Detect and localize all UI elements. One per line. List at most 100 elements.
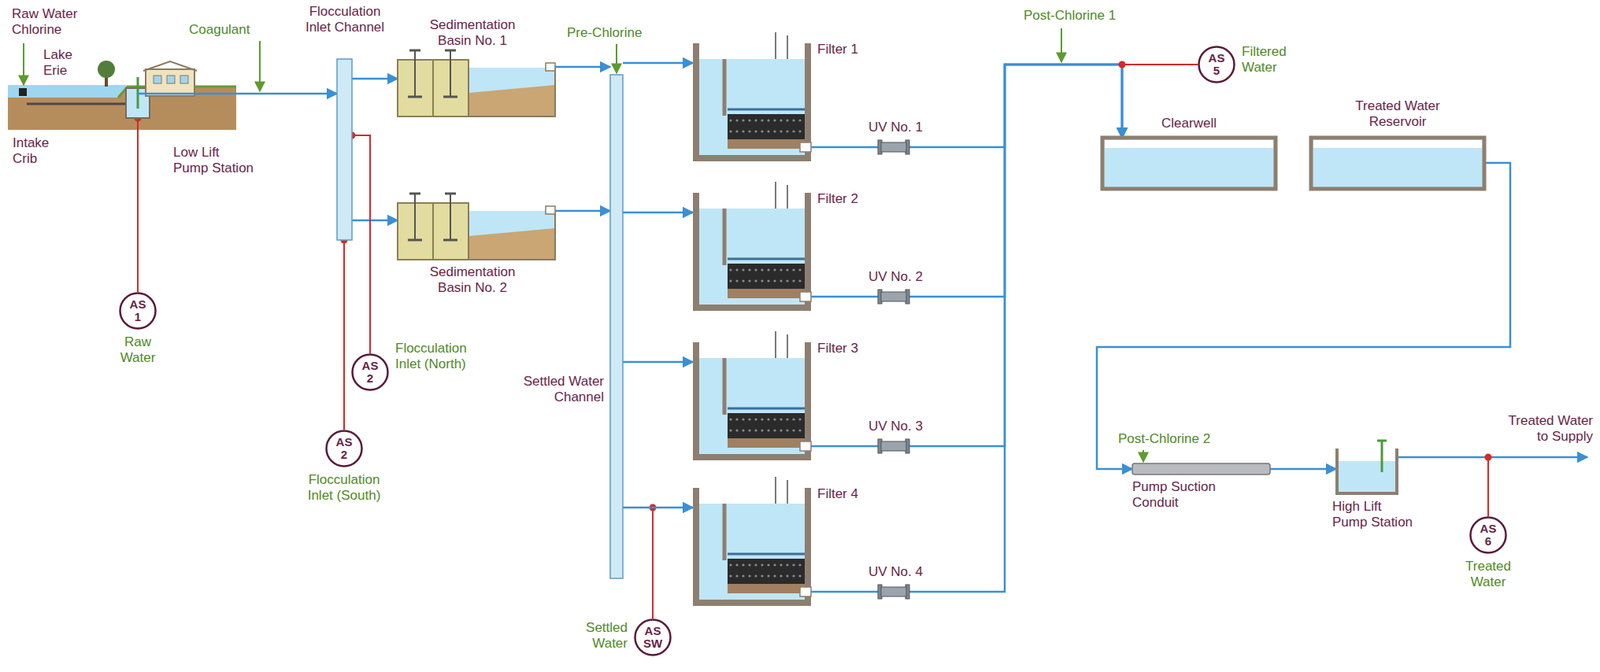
sample-point: AS 2Flocculation Inlet (South) [325, 429, 363, 468]
chemical-feed-label: Post-Chlorine 1 [1023, 7, 1116, 24]
filter-water [699, 59, 805, 156]
mixer-paddle [443, 96, 458, 99]
media-grain [748, 118, 751, 122]
sample-line [1487, 460, 1489, 517]
unit-label: Clearwell [1102, 115, 1276, 132]
unit-label: Treated Water Reservoir [1342, 98, 1453, 130]
unit-shape [118, 69, 205, 119]
sample-line [137, 118, 139, 293]
valve-stem [786, 185, 789, 209]
process-unit: Settled Water Channel [610, 74, 623, 579]
media-grain [798, 563, 801, 567]
window [166, 75, 175, 84]
media-grain [748, 129, 751, 133]
gravel [727, 584, 805, 594]
process-pipe [622, 211, 693, 215]
inlet-trough-wall [722, 358, 727, 415]
backwash-trough [727, 553, 805, 556]
unit-shape [877, 439, 910, 454]
valve-stem [774, 331, 777, 359]
sample-point-id: AS 2 [358, 359, 382, 386]
uv-reactor [881, 441, 907, 452]
process-unit: UV No. 4 [877, 585, 910, 600]
sample-line [343, 240, 345, 430]
media-grain [741, 118, 745, 122]
process-pipe [351, 219, 398, 223]
unit-shape [610, 74, 623, 579]
outlet [800, 142, 812, 152]
sample-point-id: AS 2 [332, 436, 356, 462]
sample-point-name: Flocculation Inlet (South) [300, 472, 388, 504]
media-grain [766, 574, 770, 578]
tank [1102, 137, 1276, 189]
mixer-shaft [449, 50, 452, 97]
sample-dot [1485, 454, 1493, 462]
media-grain [735, 563, 738, 567]
filter-media [727, 559, 805, 585]
media-grain [729, 268, 732, 271]
process-unit: Low Lift Pump Station [118, 69, 205, 119]
mixer-paddle [407, 96, 423, 99]
uv-reactor [881, 142, 907, 152]
valve-stem [774, 477, 777, 504]
media-grain [729, 118, 732, 122]
process-pipe [909, 64, 1123, 297]
discharge-pipe [137, 92, 205, 96]
outlet [800, 292, 812, 302]
sample-point-circle [1470, 518, 1507, 554]
media-grain [760, 563, 763, 567]
media-grain [754, 574, 757, 578]
media-grain [729, 418, 732, 421]
mixer-drive [409, 49, 421, 52]
process-pipe [204, 92, 338, 96]
media-grain [760, 429, 763, 432]
window [180, 75, 189, 84]
media-grain [754, 279, 757, 282]
media-grain [792, 574, 795, 578]
filter-media [727, 263, 805, 289]
unit-label: UV No. 3 [868, 418, 923, 435]
process-pipe [622, 361, 693, 364]
media-grain [785, 574, 789, 578]
media-grain [798, 129, 801, 133]
media-grain [779, 268, 782, 271]
media-grain [773, 279, 776, 282]
tank-air [1313, 140, 1482, 149]
media-grain [779, 279, 782, 282]
media-grain [741, 574, 745, 578]
media-grain [748, 429, 751, 432]
process-pipe [909, 64, 1123, 593]
media-grain [785, 563, 789, 567]
media-grain [792, 418, 795, 421]
media-grain [792, 118, 795, 122]
valve-stem [786, 334, 789, 359]
media-grain [754, 563, 757, 567]
process-unit: Flocculation Inlet Channel [337, 59, 352, 241]
sample-dot [1118, 61, 1126, 69]
media-grain [735, 574, 738, 578]
media-grain [785, 268, 789, 271]
process-unit: Treated Water Reservoir [1311, 137, 1485, 189]
media-grain [785, 118, 789, 122]
process-unit: Pump Suction Conduit [1132, 463, 1271, 475]
unit-label: High Lift Pump Station [1332, 499, 1416, 530]
media-grain [779, 574, 782, 578]
tree [97, 60, 115, 78]
process-unit: Filter 4 [692, 488, 812, 607]
filter-water [699, 503, 805, 600]
unit-label: UV No. 4 [868, 564, 923, 581]
media-grain [785, 418, 789, 421]
tank-air [1104, 140, 1274, 149]
media-grain [748, 418, 751, 421]
media-grain [773, 129, 776, 133]
media-grain [798, 418, 801, 421]
sample-point-circle [1199, 47, 1235, 83]
process-unit: Clearwell [1102, 137, 1276, 189]
unit-shape [397, 53, 556, 117]
media-grain [748, 574, 751, 578]
sample-point-name: Raw Water [106, 334, 170, 366]
sample-point-id: AS 1 [125, 298, 150, 324]
unit-shape [877, 140, 910, 155]
filter-water [699, 208, 805, 305]
